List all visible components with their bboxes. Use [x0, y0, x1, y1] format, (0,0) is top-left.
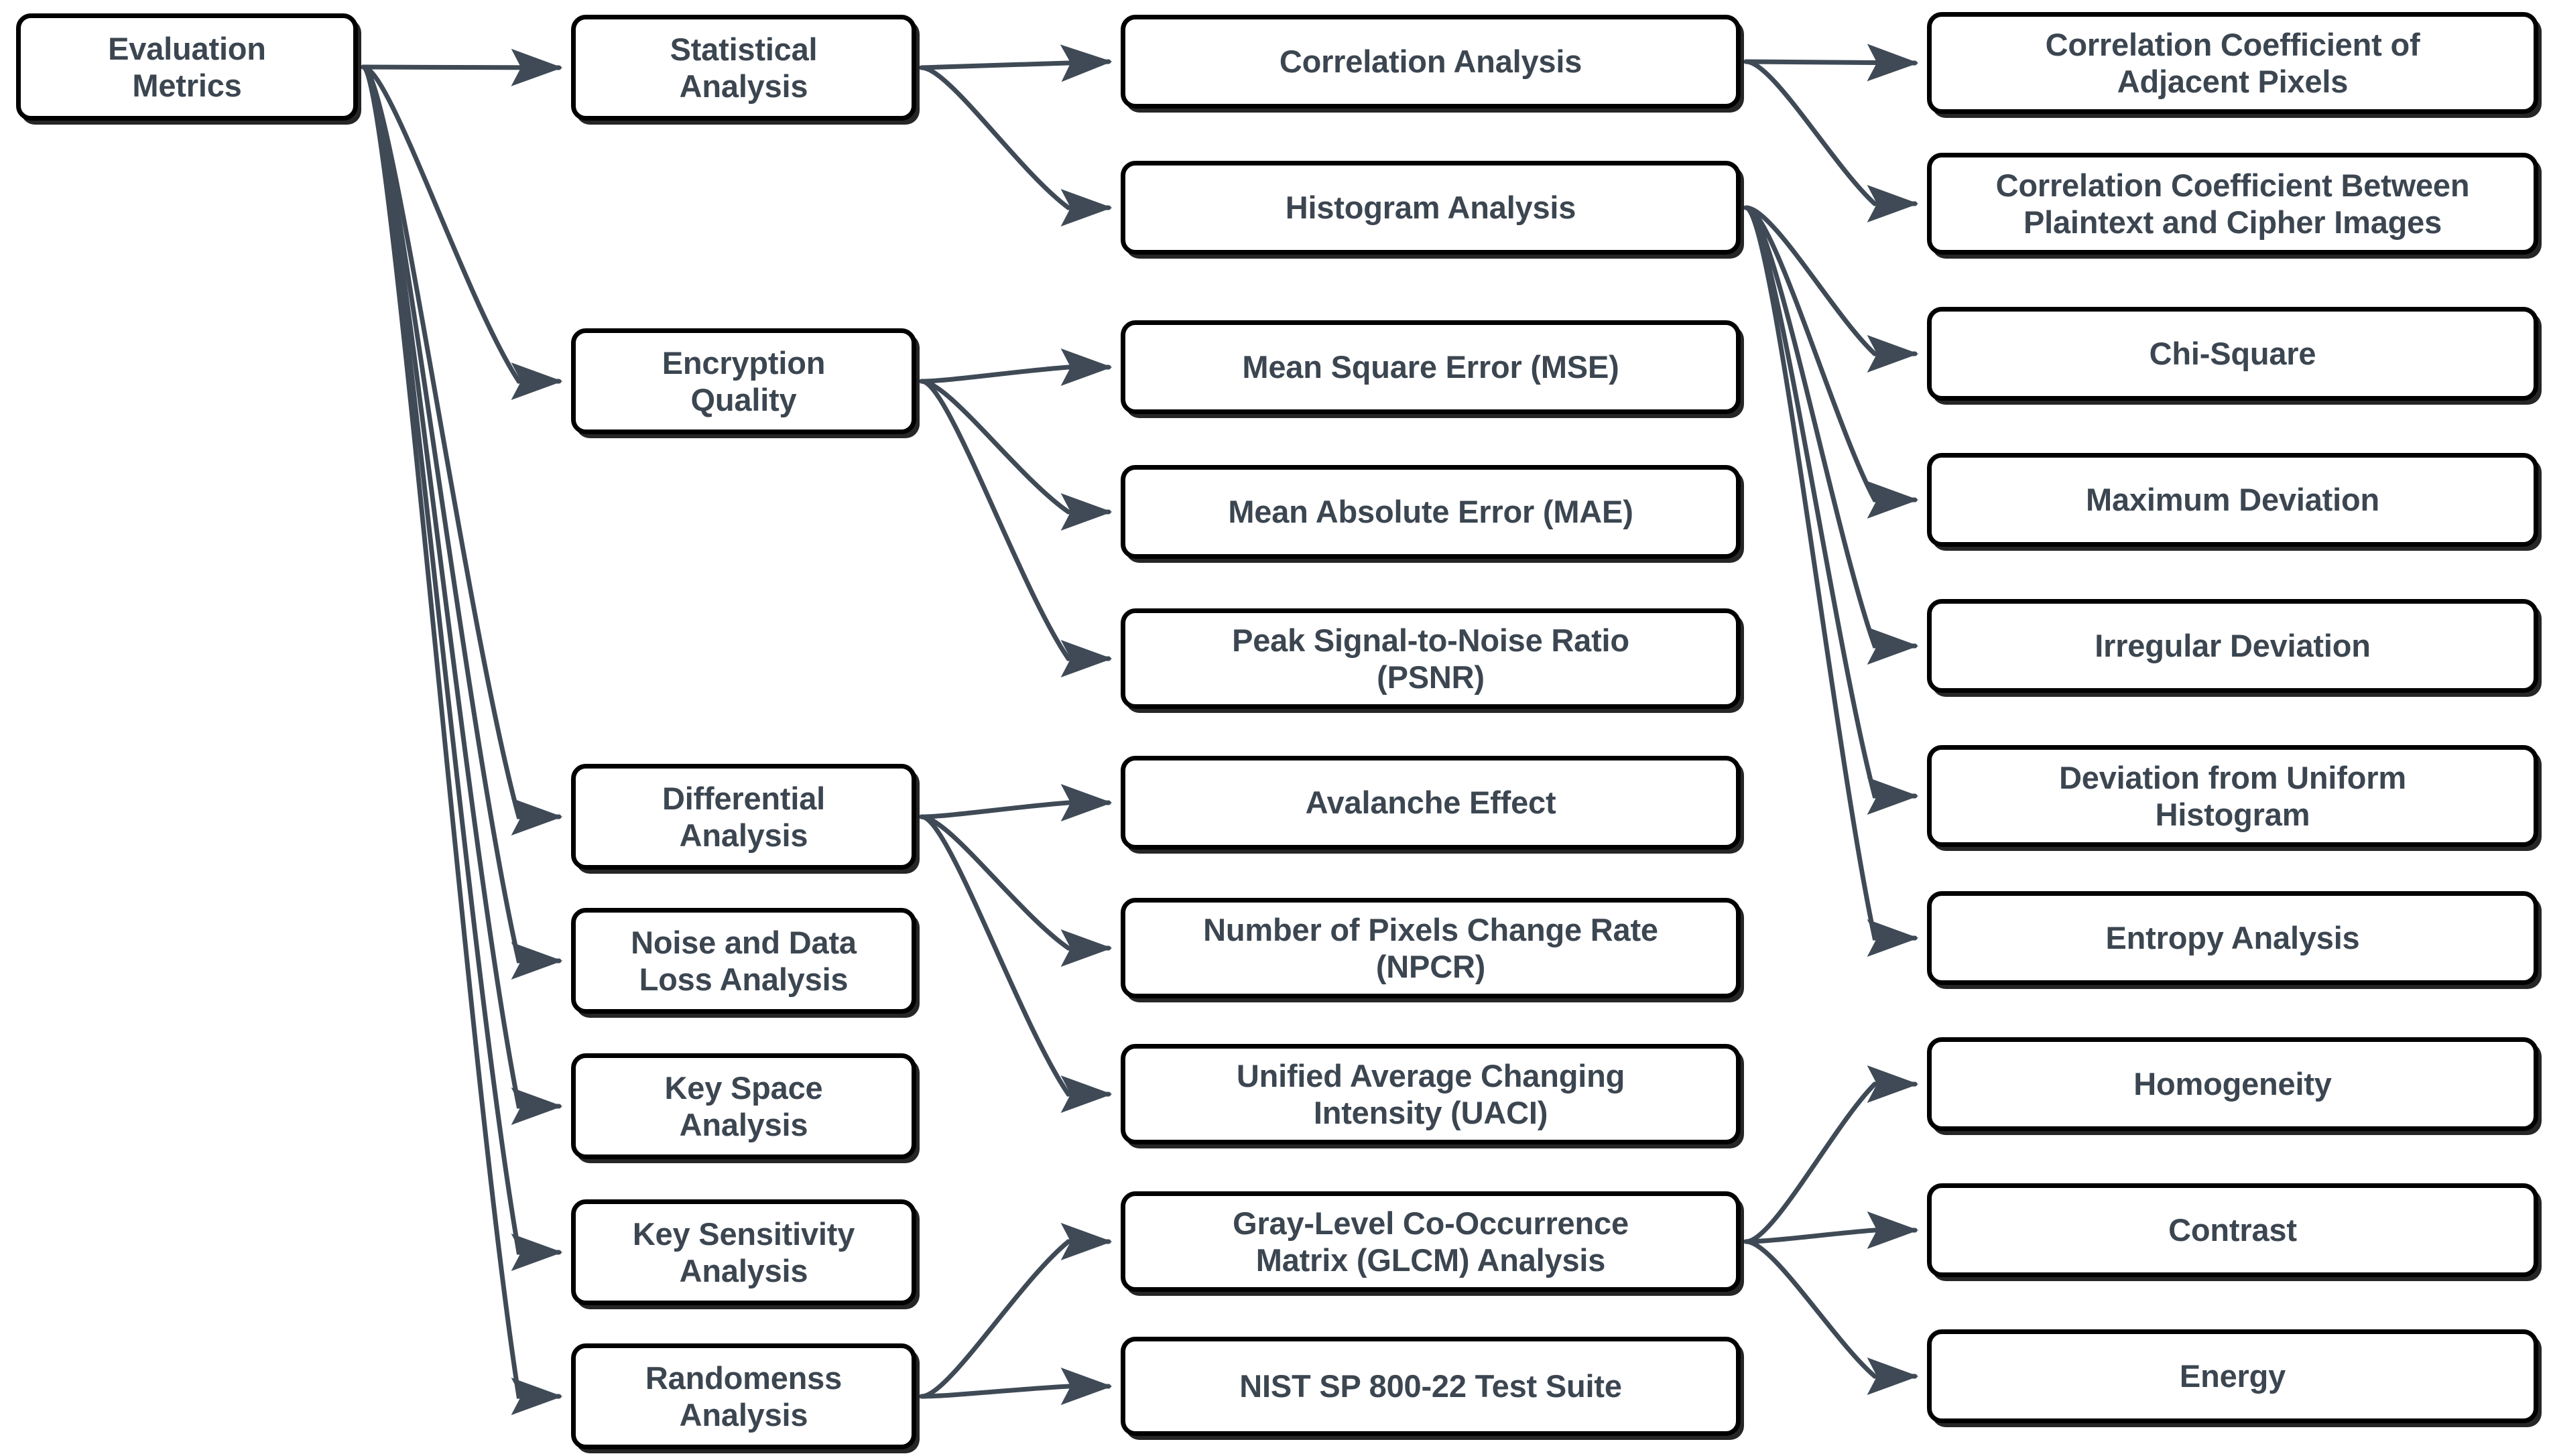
edge-statistical-analysis-to-histogram-analysis: [919, 65, 1113, 226]
node-label: Randomenss Analysis: [645, 1360, 843, 1433]
node-label: Key Space Analysis: [664, 1069, 823, 1142]
edge-evaluation-metrics-to-key-sensitivity-analysis: [361, 64, 563, 1271]
node-mean-absolute-error[interactable]: Mean Absolute Error (MAE): [1121, 465, 1741, 559]
edge-encryption-quality-to-mean-square-error: [919, 348, 1113, 386]
node-homogeneity[interactable]: Homogeneity: [1927, 1037, 2538, 1131]
node-label: Differential Analysis: [662, 780, 826, 853]
edge-randomenss-analysis-to-nist-sp-800-22: [919, 1368, 1113, 1405]
edge-correlation-analysis-to-corr-coeff-adjacent-pixels: [1743, 44, 1919, 82]
edge-evaluation-metrics-to-statistical-analysis: [361, 48, 563, 86]
node-label: Mean Square Error (MSE): [1242, 349, 1619, 385]
node-label: Gray-Level Co-Occurrence Matrix (GLCM) A…: [1233, 1205, 1629, 1278]
edge-differential-analysis-to-avalanche-effect: [919, 784, 1113, 821]
node-maximum-deviation[interactable]: Maximum Deviation: [1927, 453, 2538, 547]
edge-evaluation-metrics-to-noise-data-loss-analysis: [361, 64, 563, 980]
edge-glcm-analysis-to-contrast: [1743, 1211, 1919, 1249]
edge-differential-analysis-to-uaci: [919, 814, 1113, 1113]
node-label: Contrast: [2168, 1212, 2297, 1248]
node-label: Irregular Deviation: [2095, 628, 2371, 664]
edge-evaluation-metrics-to-key-space-analysis: [361, 64, 563, 1125]
node-label: Entropy Analysis: [2105, 920, 2360, 956]
node-label: Correlation Coefficient Between Plaintex…: [1995, 167, 2470, 240]
edge-statistical-analysis-to-correlation-analysis: [919, 44, 1113, 82]
edge-evaluation-metrics-to-differential-analysis: [361, 64, 563, 836]
node-entropy-analysis[interactable]: Entropy Analysis: [1927, 891, 2538, 985]
edge-histogram-analysis-to-chi-square: [1743, 205, 1919, 373]
node-key-space-analysis[interactable]: Key Space Analysis: [571, 1053, 916, 1159]
node-label: Unified Average Changing Intensity (UACI…: [1236, 1057, 1625, 1130]
edge-encryption-quality-to-mean-absolute-error: [919, 379, 1113, 531]
node-label: Key Sensitivity Analysis: [632, 1215, 855, 1288]
edge-differential-analysis-to-npcr: [919, 814, 1113, 967]
node-avalanche-effect[interactable]: Avalanche Effect: [1121, 756, 1741, 850]
node-energy[interactable]: Energy: [1927, 1329, 2538, 1423]
node-irregular-deviation[interactable]: Irregular Deviation: [1927, 599, 2538, 693]
node-label: Energy: [2179, 1358, 2286, 1394]
edge-randomenss-analysis-to-glcm-analysis: [919, 1223, 1113, 1399]
node-randomenss-analysis[interactable]: Randomenss Analysis: [571, 1343, 916, 1449]
node-label: Peak Signal-to-Noise Ratio (PSNR): [1232, 622, 1629, 695]
node-evaluation-metrics[interactable]: Evaluation Metrics: [16, 13, 358, 121]
node-label: Deviation from Uniform Histogram: [2059, 759, 2406, 832]
edge-histogram-analysis-to-entropy-analysis: [1743, 205, 1919, 957]
edge-histogram-analysis-to-maximum-deviation: [1743, 205, 1919, 519]
edge-histogram-analysis-to-deviation-uniform-histogram: [1743, 205, 1919, 815]
node-chi-square[interactable]: Chi-Square: [1927, 307, 2538, 401]
node-label: Evaluation Metrics: [108, 30, 266, 103]
node-uaci[interactable]: Unified Average Changing Intensity (UACI…: [1121, 1044, 1741, 1144]
node-label: Chi-Square: [2149, 336, 2316, 372]
node-npcr[interactable]: Number of Pixels Change Rate (NPCR): [1121, 898, 1741, 998]
node-glcm-analysis[interactable]: Gray-Level Co-Occurrence Matrix (GLCM) A…: [1121, 1191, 1741, 1292]
node-label: Correlation Analysis: [1279, 44, 1582, 80]
node-histogram-analysis[interactable]: Histogram Analysis: [1121, 161, 1741, 255]
node-label: Maximum Deviation: [2086, 482, 2379, 518]
edge-evaluation-metrics-to-randomenss-analysis: [361, 64, 563, 1415]
node-differential-analysis[interactable]: Differential Analysis: [571, 764, 916, 870]
node-correlation-analysis[interactable]: Correlation Analysis: [1121, 15, 1741, 109]
node-label: Noise and Data Loss Analysis: [631, 924, 857, 997]
node-label: Histogram Analysis: [1285, 190, 1576, 226]
node-label: Number of Pixels Change Rate (NPCR): [1203, 911, 1658, 984]
node-noise-data-loss-analysis[interactable]: Noise and Data Loss Analysis: [571, 908, 916, 1014]
edge-encryption-quality-to-peak-signal-to-noise-ratio: [919, 379, 1113, 677]
node-label: Mean Absolute Error (MAE): [1228, 494, 1633, 530]
node-deviation-uniform-histogram[interactable]: Deviation from Uniform Histogram: [1927, 745, 2538, 847]
edge-glcm-analysis-to-homogeneity: [1743, 1065, 1919, 1244]
node-label: Homogeneity: [2133, 1066, 2332, 1102]
edge-correlation-analysis-to-corr-coeff-plain-cipher: [1743, 59, 1919, 222]
node-mean-square-error[interactable]: Mean Square Error (MSE): [1121, 320, 1741, 414]
node-encryption-quality[interactable]: Encryption Quality: [571, 328, 916, 434]
node-label: Correlation Coefficient of Adjacent Pixe…: [2045, 26, 2420, 99]
node-label: Encryption Quality: [662, 344, 826, 417]
node-peak-signal-to-noise-ratio[interactable]: Peak Signal-to-Noise Ratio (PSNR): [1121, 608, 1741, 709]
node-nist-sp-800-22[interactable]: NIST SP 800-22 Test Suite: [1121, 1337, 1741, 1436]
node-label: Statistical Analysis: [670, 31, 818, 104]
node-corr-coeff-adjacent-pixels[interactable]: Correlation Coefficient of Adjacent Pixe…: [1927, 12, 2538, 114]
node-corr-coeff-plain-cipher[interactable]: Correlation Coefficient Between Plaintex…: [1927, 153, 2538, 255]
node-statistical-analysis[interactable]: Statistical Analysis: [571, 15, 916, 121]
node-contrast[interactable]: Contrast: [1927, 1183, 2538, 1277]
edge-glcm-analysis-to-energy: [1743, 1239, 1919, 1395]
edge-histogram-analysis-to-irregular-deviation: [1743, 205, 1919, 665]
edge-evaluation-metrics-to-encryption-quality: [361, 64, 563, 400]
node-label: NIST SP 800-22 Test Suite: [1239, 1368, 1622, 1404]
node-label: Avalanche Effect: [1305, 785, 1556, 821]
node-key-sensitivity-analysis[interactable]: Key Sensitivity Analysis: [571, 1199, 916, 1305]
